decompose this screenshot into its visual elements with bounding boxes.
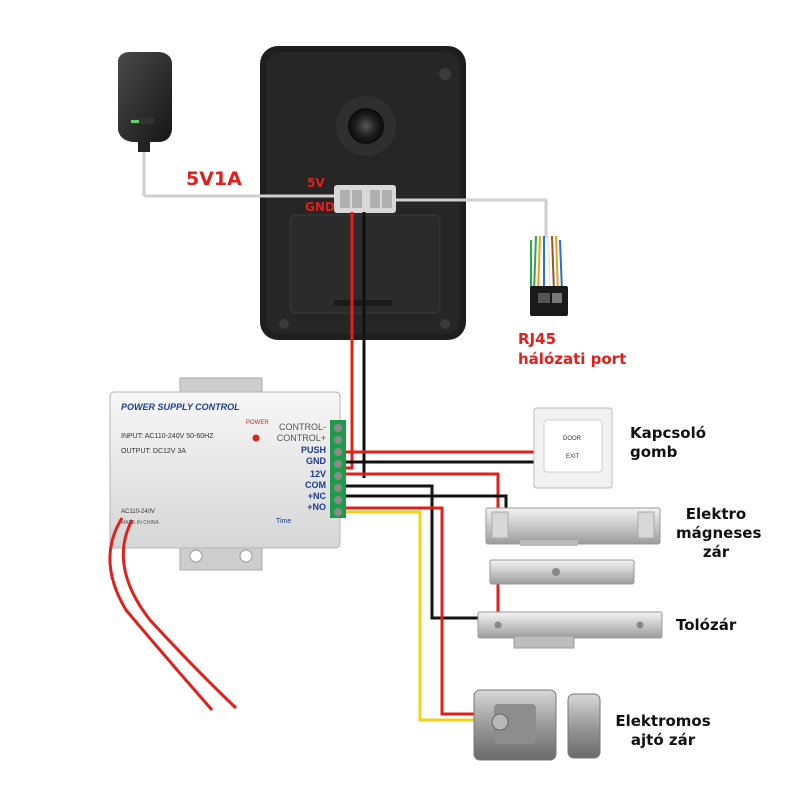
com-red-wire <box>346 472 500 520</box>
ac-wire-2 <box>121 519 238 710</box>
psu-terminal-12v: 12V <box>309 469 326 479</box>
exit-button-label-line2: gomb <box>630 443 678 461</box>
psu-ac-label: AC110-240V <box>121 509 155 515</box>
magnetic-lock-label-line1: Elektro <box>685 505 747 523</box>
psu-time-label: Time <box>276 518 292 525</box>
camera-power-red <box>346 212 354 470</box>
psu-terminal-control-plus: CONTROL+ <box>276 433 326 443</box>
psu-terminal-push: PUSH <box>300 445 326 455</box>
exit-button-label-line1: Kapcsoló <box>630 424 707 442</box>
camera-5v-label: 5V <box>307 176 325 190</box>
magnetic-lock-label-line3: zár <box>702 543 730 561</box>
rj45-label-line2: hálózati port <box>518 350 627 368</box>
psu-input-spec: INPUT: AC110-240V 50-60HZ <box>121 433 214 440</box>
bolt-lock <box>477 611 663 649</box>
psu-terminal-com: COM <box>305 480 326 490</box>
ac-wire-1 <box>108 517 214 711</box>
rj45-label-line1: RJ45 <box>518 330 557 348</box>
exit-plate-door-text: DOOR <box>563 436 581 442</box>
magnetic-lock <box>485 507 661 585</box>
door-lock-label-line2: ajtó zár <box>630 731 696 749</box>
psu-terminal-control-minus: CONTROL- <box>279 422 326 432</box>
nc-black-wire <box>346 484 504 620</box>
camera-gnd-label: GND <box>305 200 335 214</box>
bolt-lock-label: Tolózár <box>676 616 737 634</box>
exit-plate-exit-text: EXIT <box>566 454 580 460</box>
power-adapter <box>118 52 172 196</box>
power-supply-box <box>109 377 346 571</box>
psu-output-spec: OUTPUT: DC12V 3A <box>121 448 186 455</box>
magnetic-lock-label-line2: mágneses <box>676 524 762 542</box>
door-camera-unit <box>260 46 466 340</box>
psu-power-led-label: POWER <box>246 420 269 426</box>
psu-terminal-nc: +NC <box>307 491 326 501</box>
psu-title: POWER SUPPLY CONTROL <box>121 402 240 412</box>
psu-terminal-gnd: GND <box>306 456 326 466</box>
psu-made-in: MADE IN CHINA <box>121 520 159 526</box>
rj45-connector <box>530 235 568 316</box>
door-lock-label-line1: Elektromos <box>615 712 711 730</box>
network-wire <box>396 198 548 238</box>
adapter-rating-label: 5V1A <box>186 168 242 190</box>
no-red-wire <box>346 506 478 716</box>
exit-button <box>533 407 613 489</box>
no-yellow-wire <box>346 510 478 722</box>
psu-terminal-no: +NO <box>307 502 326 512</box>
electric-door-lock <box>473 689 601 761</box>
